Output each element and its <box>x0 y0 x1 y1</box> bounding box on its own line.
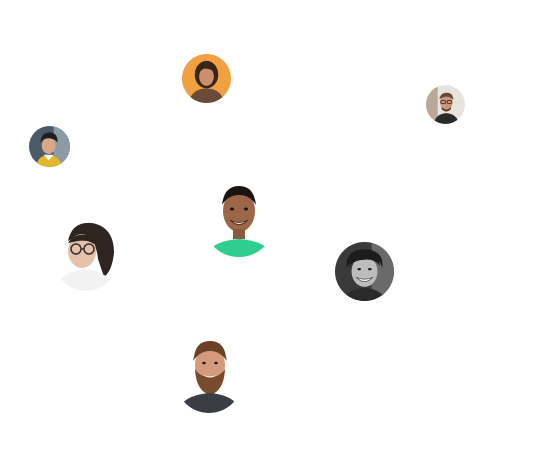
avatar-man-glasses-beige[interactable] <box>426 85 465 124</box>
avatar-woman-glasses-reading[interactable] <box>54 219 118 291</box>
avatar-person-beanie-yellow[interactable] <box>29 126 70 167</box>
avatar-man-smiling-green-shirt[interactable] <box>206 183 272 257</box>
avatar-image <box>335 242 394 301</box>
avatar-image <box>176 341 242 413</box>
avatar-woman-orange-background[interactable] <box>182 54 231 103</box>
avatar-man-black-white[interactable] <box>335 242 394 301</box>
avatar-image <box>54 219 118 291</box>
avatar-man-beard-dark-sweater[interactable] <box>176 341 242 413</box>
avatar-image <box>206 183 272 257</box>
avatar-image <box>29 126 70 167</box>
avatar-image <box>182 54 231 103</box>
avatar-image <box>426 85 465 124</box>
